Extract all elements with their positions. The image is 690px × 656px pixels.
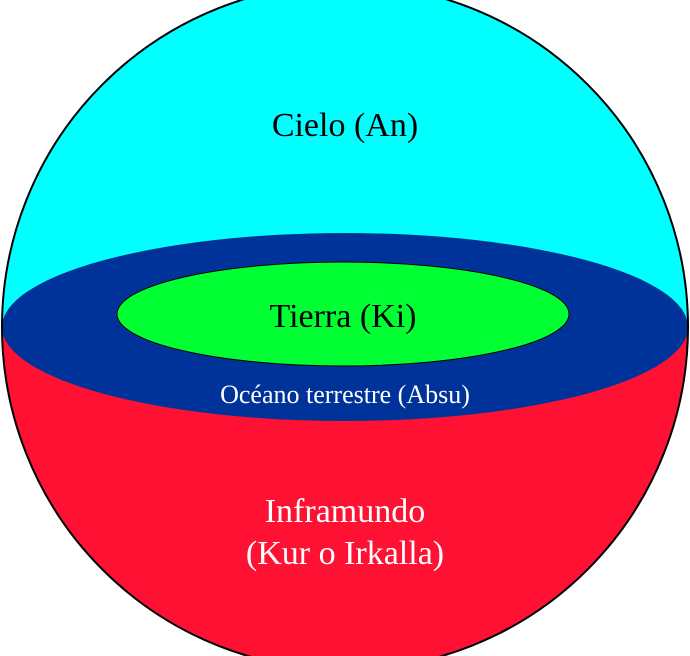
ocean-label: Océano terrestre (Absu) <box>220 380 470 409</box>
earth-label: Tierra (Ki) <box>270 298 417 335</box>
heaven-label: Cielo (An) <box>272 107 418 144</box>
underworld-label-line1: Inframundo <box>265 493 426 530</box>
underworld-label-line2: (Kur o Irkalla) <box>246 535 444 572</box>
earth-disc <box>116 261 570 367</box>
